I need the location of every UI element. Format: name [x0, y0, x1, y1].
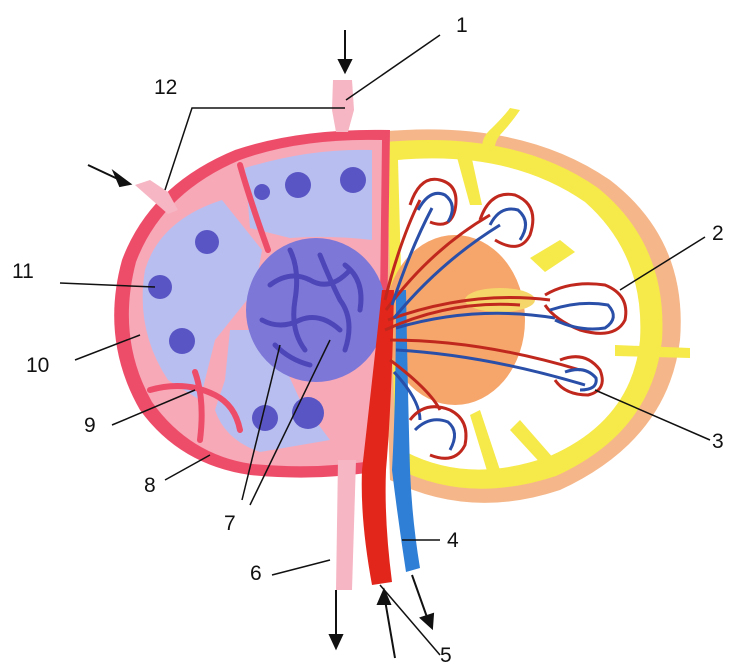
label-5: 5 [440, 644, 452, 665]
label-6: 6 [250, 562, 262, 585]
follicle [169, 328, 195, 354]
follicle [254, 184, 270, 200]
arrow-vein-out [412, 575, 428, 620]
label-9: 9 [84, 414, 96, 437]
arrow-afferent-top-head [339, 60, 351, 72]
label-4: 4 [447, 529, 459, 552]
label-11: 11 [12, 260, 34, 283]
right-half [378, 108, 690, 503]
follicle [292, 397, 324, 429]
medulla [246, 238, 386, 382]
leader-line-8 [165, 455, 210, 480]
follicle [340, 167, 366, 193]
efferent-lymph-vessel [336, 460, 356, 590]
leader-line-6 [272, 560, 330, 575]
leader-line-1 [346, 35, 440, 100]
follicle [195, 230, 219, 254]
follicle [285, 172, 311, 198]
label-3: 3 [712, 430, 724, 453]
label-12: 12 [154, 76, 177, 99]
arrow-artery-in-head [378, 590, 390, 604]
arrow-efferent-head [330, 635, 342, 648]
label-10: 10 [26, 354, 49, 377]
top-afferent-vessel [332, 80, 354, 132]
label-8: 8 [144, 474, 156, 497]
label-7: 7 [224, 512, 236, 535]
arrow-artery-in [385, 600, 395, 658]
label-2: 2 [712, 222, 724, 245]
label-1: 1 [456, 14, 468, 37]
arrow-afferent-left-head [114, 172, 130, 186]
arrow-vein-out-head [421, 614, 433, 628]
left-half [114, 80, 390, 590]
